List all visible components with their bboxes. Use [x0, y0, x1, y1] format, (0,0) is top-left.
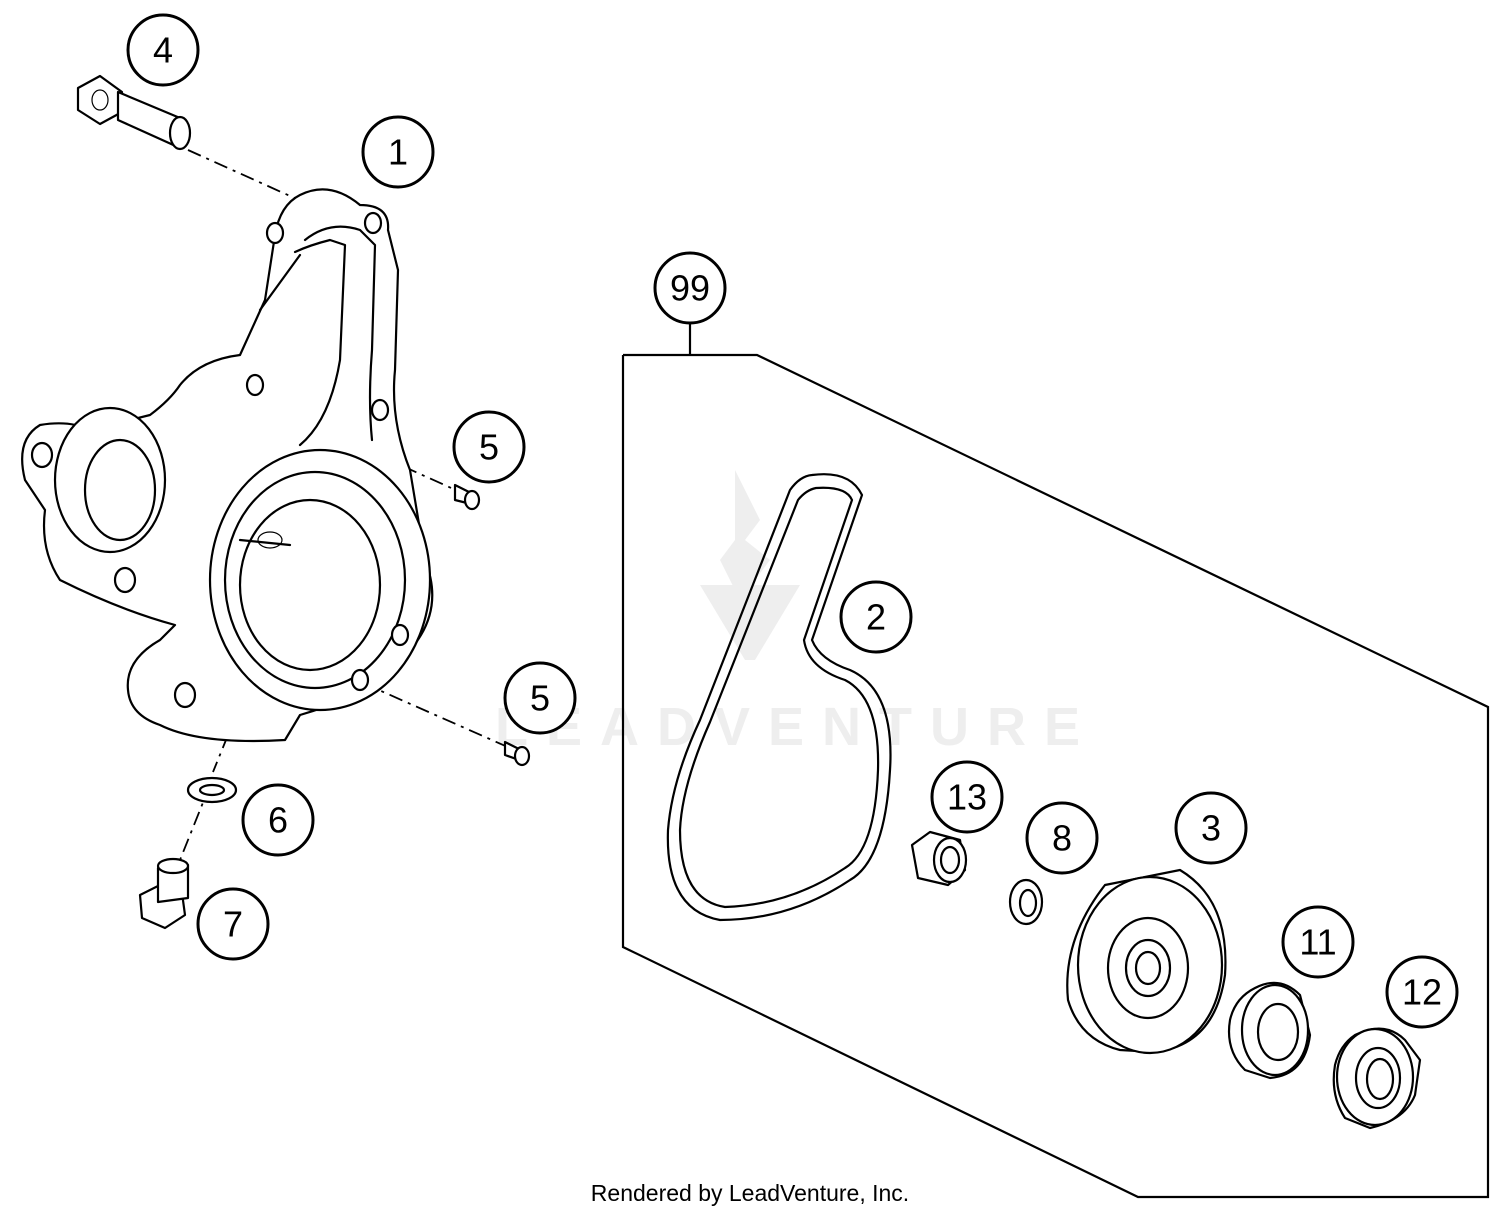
svg-text:2: 2 [866, 597, 886, 638]
svg-text:4: 4 [153, 30, 173, 71]
drain-screw-part-7 [138, 857, 190, 930]
bolt-part-4 [76, 74, 192, 151]
svg-text:6: 6 [268, 800, 288, 841]
shaft-seal-part-11 [1227, 981, 1312, 1080]
impeller-part-3 [1066, 868, 1227, 1055]
callout-12[interactable]: 12 [1385, 955, 1459, 1029]
footer-credit: Rendered by LeadVenture, Inc. [590, 1180, 910, 1206]
callout-11[interactable]: 11 [1281, 905, 1355, 979]
callout-13[interactable]: 13 [930, 760, 1004, 834]
svg-text:5: 5 [530, 678, 550, 719]
callout-5-upper[interactable]: 5 [452, 410, 526, 484]
callout-1[interactable]: 1 [361, 115, 435, 189]
leadventure-watermark: LEADVENTURE [495, 470, 1098, 757]
bearing-seal-part-12 [1332, 1027, 1422, 1130]
svg-text:5: 5 [479, 427, 499, 468]
svg-text:3: 3 [1201, 808, 1221, 849]
svg-text:11: 11 [1299, 922, 1336, 963]
washer-part-8 [1008, 878, 1044, 926]
callout-2[interactable]: 2 [839, 580, 913, 654]
callout-8[interactable]: 8 [1025, 801, 1099, 875]
callout-4[interactable]: 4 [126, 13, 200, 87]
svg-text:8: 8 [1052, 818, 1072, 859]
water-pump-cover-part-1 [21, 188, 434, 743]
dowel-pin-part-5-lower [503, 740, 531, 767]
svg-text:12: 12 [1402, 972, 1442, 1013]
callout-7[interactable]: 7 [196, 887, 270, 961]
watermark-text: LEADVENTURE [495, 697, 1098, 757]
svg-text:13: 13 [947, 777, 987, 818]
nut-part-13 [910, 830, 968, 887]
washer-part-6 [186, 776, 238, 804]
svg-text:7: 7 [223, 904, 243, 945]
gasket-part-2 [666, 473, 892, 922]
kit-99-frame [621, 322, 1490, 1199]
dowel-pin-part-5-upper [453, 483, 481, 511]
callout-99[interactable]: 99 [653, 251, 727, 325]
callout-3[interactable]: 3 [1174, 791, 1248, 865]
svg-text:1: 1 [388, 132, 408, 173]
callout-6[interactable]: 6 [241, 783, 315, 857]
callout-5-lower[interactable]: 5 [503, 661, 577, 735]
svg-text:99: 99 [670, 268, 710, 309]
